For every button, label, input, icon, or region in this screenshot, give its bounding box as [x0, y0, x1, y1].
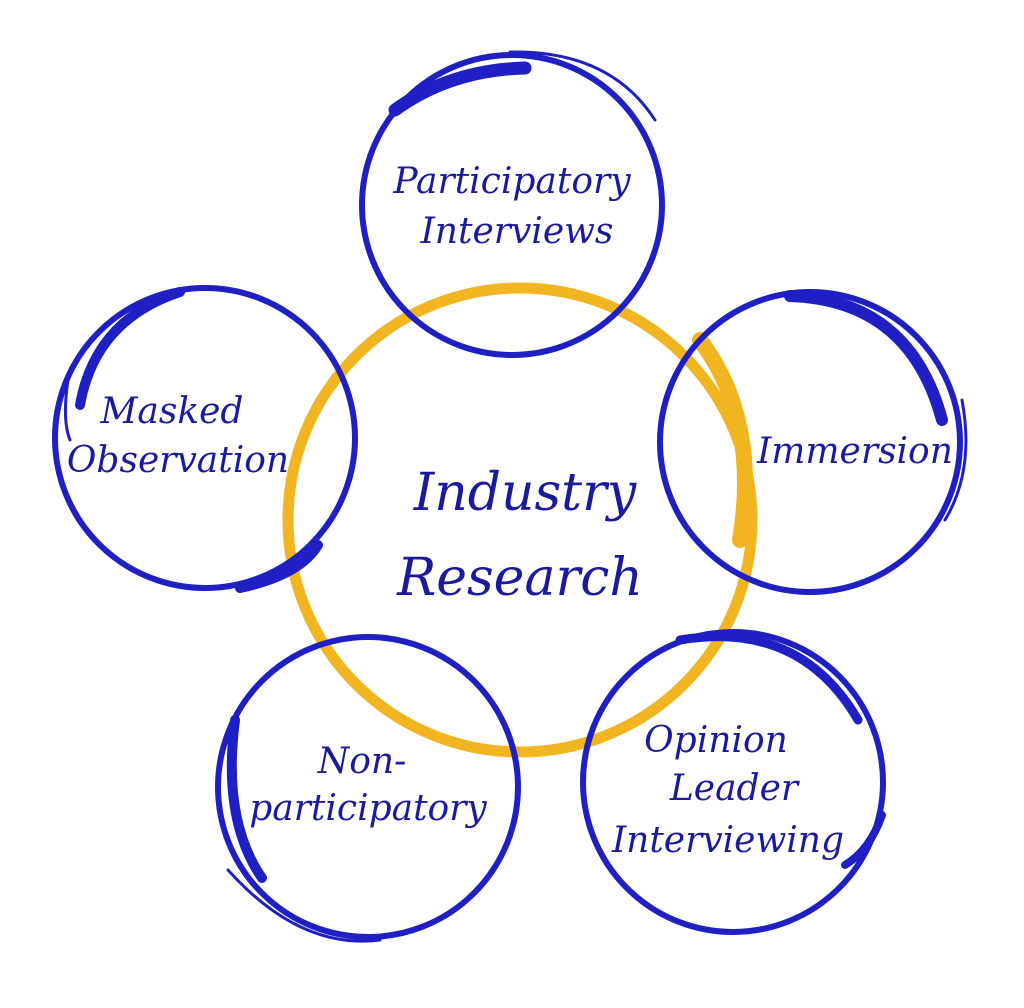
node-ring-brush-tail: [226, 868, 382, 943]
node-ring-brush: [226, 715, 267, 883]
node-label-line-1: Masked: [100, 391, 244, 432]
node-ring-brush-tail: [508, 50, 657, 122]
center-label-line-1: Industry: [413, 463, 637, 523]
node-ring-brush-tail: [841, 811, 886, 869]
node-ring-brush: [388, 61, 532, 117]
node-ring: [52, 285, 358, 591]
node-label-line-2: Interviews: [420, 211, 614, 252]
node-immersion: Immersion: [657, 289, 968, 595]
node-participatory-interviews: Participatory Interviews: [359, 50, 665, 358]
node-opinion-leader-interviewing: Opinion Leader Interviewing: [580, 629, 886, 935]
node-ring: [580, 629, 886, 935]
node-label-line-2: participatory: [249, 788, 487, 829]
node-label-line-2: Leader: [669, 768, 800, 809]
center-ring: [282, 282, 758, 758]
node-label-line-1: Participatory: [392, 161, 631, 202]
node-masked-observation: Masked Observation: [52, 285, 358, 593]
center-node: Industry Research: [282, 282, 758, 758]
node-ring: [215, 634, 521, 940]
center-ring-brush-end: [692, 332, 753, 548]
node-ring: [359, 52, 665, 358]
node-label-line-3: Interviewing: [611, 820, 844, 861]
node-ring-brush-edge: [63, 378, 72, 442]
node-ring-brush-tail: [235, 540, 323, 593]
node-ring-brush: [75, 287, 185, 410]
node-non-participatory: Non- participatory: [215, 634, 521, 943]
node-ring-brush: [784, 290, 948, 426]
node-label-line-2: Observation: [67, 440, 289, 481]
node-label-line-1: Opinion: [644, 720, 788, 761]
node-label-line-1: Non-: [317, 741, 407, 782]
node-ring-brush-tail: [943, 398, 968, 522]
center-label-line-2: Research: [396, 548, 643, 608]
node-label-line-1: Immersion: [756, 431, 953, 472]
node-ring-brush: [675, 632, 863, 725]
